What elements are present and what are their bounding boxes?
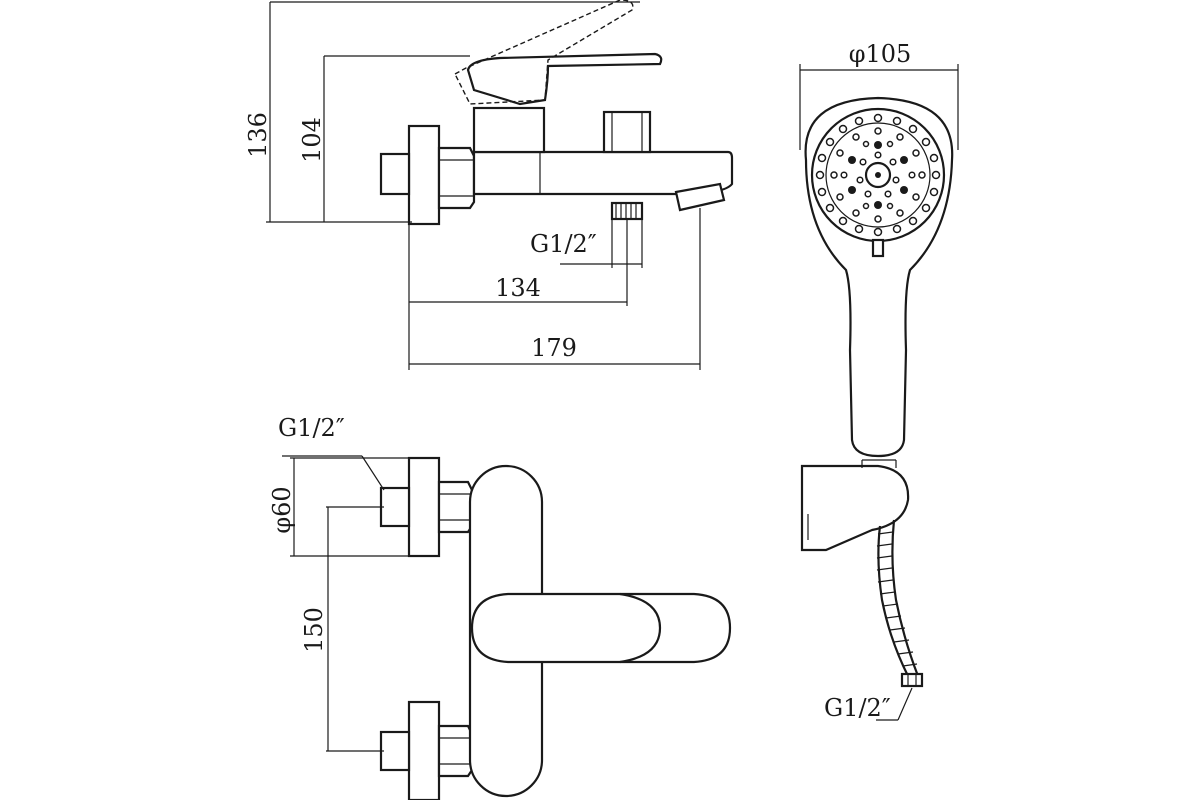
lever-handle: [466, 52, 663, 106]
lower-inlet: [379, 730, 411, 772]
dim-phi105: φ105: [849, 40, 912, 68]
dim-150: 150: [300, 607, 328, 653]
inlet-pipe: [379, 152, 411, 196]
lever-alt-position: [454, 0, 634, 105]
lower-nut: [437, 724, 474, 778]
dim-179: 179: [531, 334, 577, 362]
upper-nut: [437, 480, 474, 534]
cartridge-housing: [472, 106, 546, 154]
lower-flange: [407, 700, 441, 800]
dim-thread-hose: G1/2″: [824, 694, 891, 722]
spray-holes: [815, 113, 941, 237]
spray-center: [864, 161, 892, 189]
dim-thread-inlet: G1/2″: [278, 414, 345, 442]
diverter-knob: [602, 110, 652, 154]
shower-handle: [804, 96, 954, 458]
hose-nut: [900, 672, 924, 688]
wall-flange: [407, 124, 441, 226]
mixer-front-view: G1/2″ φ60 150: [268, 414, 732, 800]
dim-134: 134: [495, 274, 541, 302]
mode-button: [871, 238, 885, 258]
hex-nut: [437, 146, 476, 210]
lever-front: [470, 592, 732, 664]
dim-104: 104: [298, 117, 326, 163]
spout-outlet: [674, 182, 726, 212]
upper-inlet: [379, 486, 411, 528]
mixer-body: [472, 150, 734, 196]
spray-ring: [825, 122, 931, 228]
mixer-side-view: 136 104 G1/2″ 134 179: [244, 0, 734, 370]
dim-136: 136: [244, 112, 272, 158]
upper-flange: [407, 456, 441, 558]
dim-thread-bottom: G1/2″: [530, 230, 597, 258]
wall-holder: [800, 464, 910, 552]
hose-coil: [876, 531, 918, 667]
hand-shower: φ105: [799, 40, 959, 722]
dim-phi60: φ60: [268, 486, 296, 533]
